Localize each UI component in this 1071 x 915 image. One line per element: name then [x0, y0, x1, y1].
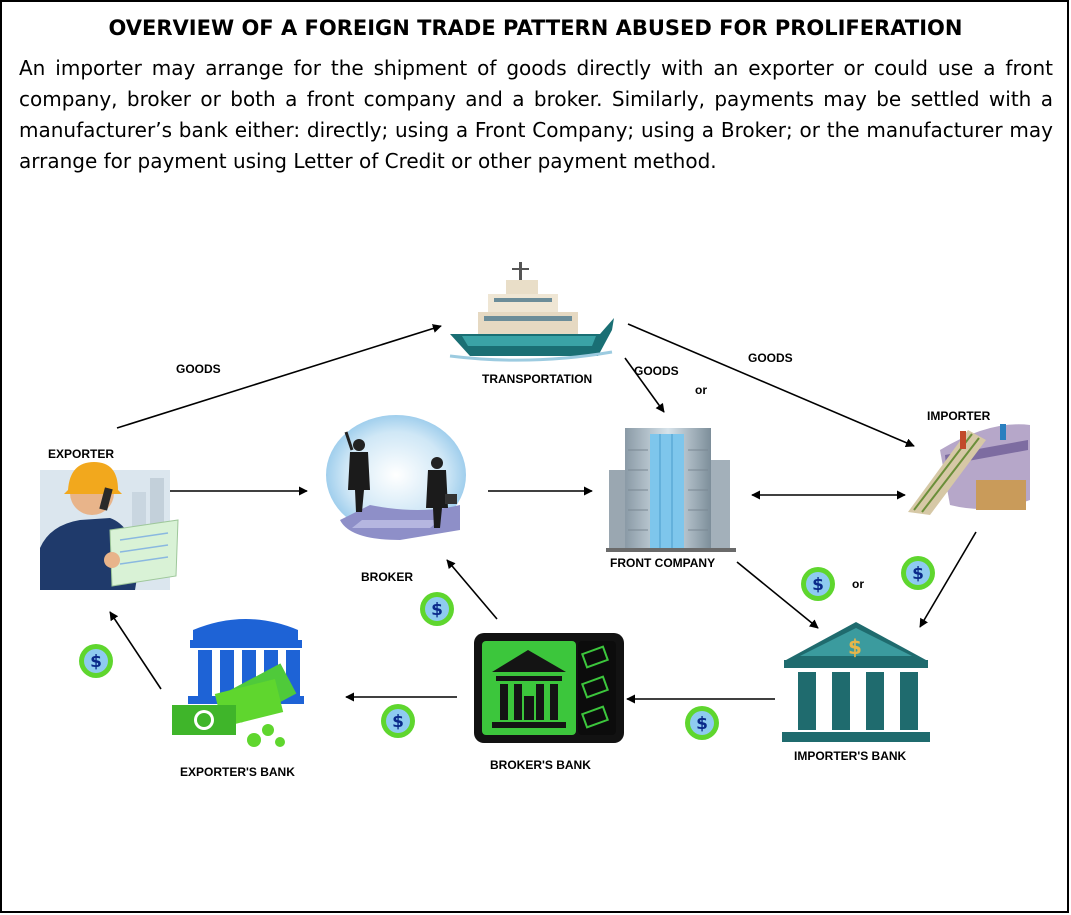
brokers-bank-icon: [474, 633, 624, 743]
money-icon: $: [79, 644, 113, 678]
importer-port-icon: [908, 424, 1030, 515]
importers-bank-dollar-sign: $: [848, 635, 862, 659]
money-symbol: $: [812, 575, 824, 595]
front-company-building-icon: [606, 428, 736, 552]
ship-icon: [449, 262, 614, 362]
money-symbol: $: [392, 712, 404, 732]
money-icon: $: [801, 567, 835, 601]
money-icon: $: [381, 704, 415, 738]
node-label-broker: BROKER: [361, 570, 413, 584]
node-label-exporter: EXPORTER: [48, 447, 114, 461]
arrow-front-company-to-importers-bank: [736, 561, 819, 629]
node-label-brokers-bank: BROKER'S BANK: [490, 758, 591, 772]
money-symbol: $: [431, 600, 443, 620]
money-icon: $: [685, 706, 719, 740]
exporter-worker-icon: [40, 462, 179, 590]
broker-handshake-icon: [326, 415, 466, 540]
goods-label-3: GOODS: [748, 351, 793, 365]
exporters-bank-icon: [172, 619, 304, 747]
description-paragraph: An importer may arrange for the shipment…: [19, 56, 1053, 173]
goods-label-1: GOODS: [176, 362, 221, 376]
node-label-transportation: TRANSPORTATION: [482, 372, 592, 386]
or-label-2: or: [852, 577, 864, 591]
money-symbol: $: [696, 714, 708, 734]
arrow-exporter-to-transportation: [116, 324, 442, 429]
or-label-1: or: [695, 383, 707, 397]
money-icon: $: [901, 556, 935, 590]
arrow-transportation-to-importer: [627, 323, 915, 447]
flow-arrows: [109, 323, 977, 704]
node-label-importer: IMPORTER: [927, 409, 991, 423]
arrow-importer-to-importers-bank: [919, 531, 977, 628]
money-symbol: $: [90, 652, 102, 672]
money-symbol: $: [912, 564, 924, 584]
arrow-transportation-to-front-company: [624, 357, 665, 413]
arrow-brokers-bank-to-broker: [446, 559, 498, 620]
node-label-exporters-bank: EXPORTER'S BANK: [180, 765, 295, 779]
page-title: OVERVIEW OF A FOREIGN TRADE PATTERN ABUS…: [108, 16, 963, 40]
importers-bank-icon: $: [782, 622, 930, 742]
node-label-importers-bank: IMPORTER'S BANK: [794, 749, 907, 763]
goods-label-2: GOODS: [634, 364, 679, 378]
arrow-exporters-bank-to-exporter: [109, 611, 162, 690]
node-label-front-company: FRONT COMPANY: [610, 556, 715, 570]
money-icon: $: [420, 592, 454, 626]
